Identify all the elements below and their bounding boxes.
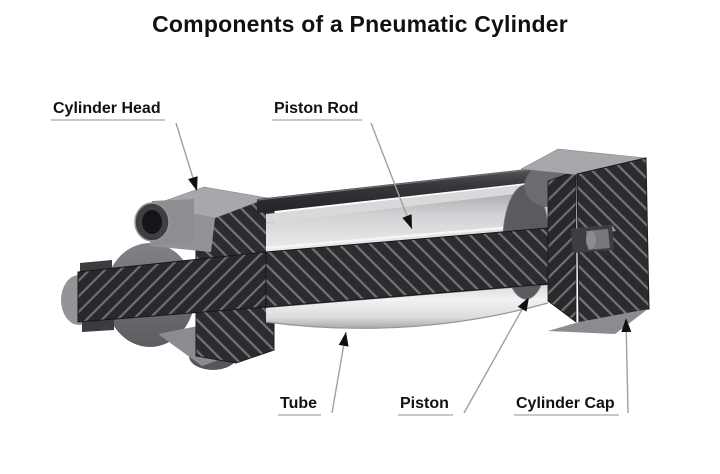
tube-top-cut-edge <box>266 182 548 223</box>
leader-line-piston <box>463 296 530 414</box>
leader-line-cylinder-cap <box>621 317 632 414</box>
rod-top-surface <box>257 167 545 213</box>
label-piston-rod: Piston Rod <box>272 100 363 121</box>
label-piston: Piston <box>398 395 453 416</box>
cap-inner-section <box>547 170 577 323</box>
piston-rod-shape <box>61 167 549 332</box>
head-port-hole-icon <box>142 210 162 234</box>
cap-port-hole-icon <box>586 231 596 249</box>
label-cylinder-cap: Cylinder Cap <box>514 395 619 416</box>
tube-upper-highlight <box>265 222 549 250</box>
tube-lower-inner-wall <box>266 284 548 329</box>
leader-lines <box>175 122 632 414</box>
page-title: Components of a Pneumatic Cylinder <box>152 11 568 37</box>
label-tube: Tube <box>278 395 322 416</box>
label-cylinder-head: Cylinder Head <box>51 100 165 121</box>
leader-line-piston-rod <box>370 122 413 230</box>
leader-line-cylinder-head <box>175 122 198 192</box>
tube-lower-bottom-edge <box>265 302 549 329</box>
rod-top-highlight <box>256 167 546 201</box>
leader-line-tube <box>331 331 349 414</box>
